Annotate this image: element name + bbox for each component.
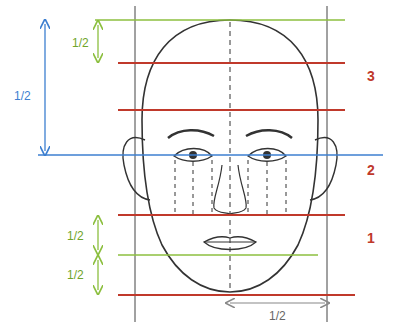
proportion-label: 1/2 xyxy=(66,268,85,282)
proportion-label: 1/2 xyxy=(71,36,90,50)
callout-number: 2 xyxy=(366,163,376,177)
callout-number: 3 xyxy=(366,69,376,83)
callout-number: 1 xyxy=(366,231,376,245)
proportion-label: 1/2 xyxy=(13,89,32,103)
proportion-label: 1/2 xyxy=(66,229,85,243)
proportion-label: 1/2 xyxy=(268,309,287,323)
